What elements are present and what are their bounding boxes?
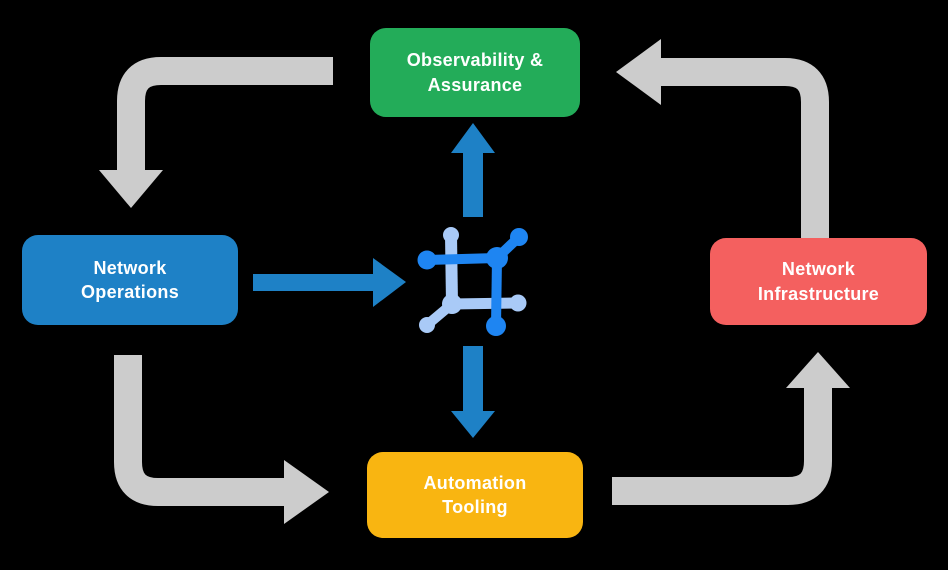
arrow-observability-to-operations <box>99 57 333 208</box>
node-network-infrastructure: Network Infrastructure <box>710 238 927 325</box>
node-observability-assurance: Observability & Assurance <box>370 28 580 117</box>
arrow-platform-to-observability <box>451 123 495 217</box>
network-platform-icon <box>417 227 528 336</box>
arrow-operations-to-tooling <box>114 355 329 524</box>
arrow-infrastructure-to-observability <box>616 39 829 238</box>
node-network-operations: Network Operations <box>22 235 238 325</box>
arrow-tooling-to-infrastructure <box>612 352 850 505</box>
node-automation-tooling: Automation Tooling <box>367 452 583 538</box>
arrow-platform-to-tooling <box>451 346 495 438</box>
arrow-operations-to-platform <box>253 258 406 307</box>
